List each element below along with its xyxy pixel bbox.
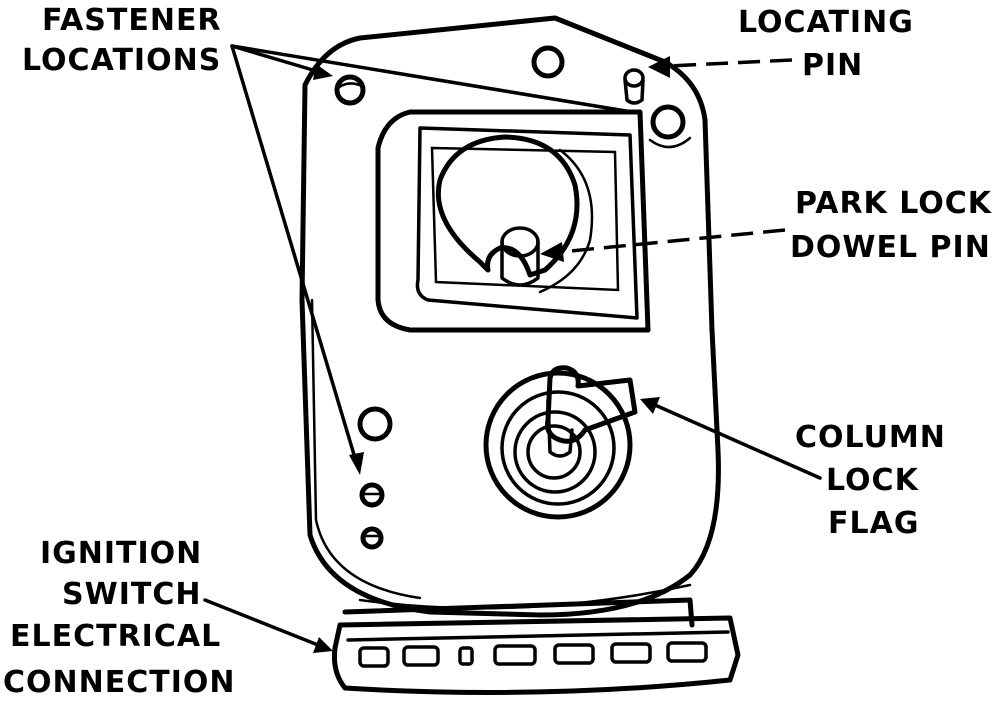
column-lock-assembly	[483, 365, 638, 520]
cavity-inner	[415, 126, 639, 320]
connector-body	[332, 615, 741, 695]
fastener-hole-upper-right	[648, 104, 692, 149]
label-fastener-line2: LOCATIONS	[22, 43, 221, 78]
label-fastener-line1: FASTENER	[42, 3, 222, 38]
label-locating-line1: LOCATING	[738, 5, 914, 40]
switch-body	[299, 15, 721, 618]
label-park-line1: PARK LOCK	[795, 186, 992, 221]
label-column-line3: FLAG	[828, 506, 919, 541]
fastener-hole-lower-left	[359, 482, 385, 508]
label-fastener-locations: FASTENER LOCATIONS	[22, 3, 222, 78]
fastener-hole-upper-left	[334, 74, 366, 106]
mounting-hole-top	[531, 45, 565, 79]
rotor-shadow	[538, 148, 594, 294]
housing-outline	[299, 15, 721, 618]
label-locating-pin: LOCATING PIN	[738, 5, 914, 83]
mounting-hole-left	[357, 406, 393, 442]
housing-inner-edge	[310, 298, 422, 600]
electrical-connector	[332, 597, 741, 695]
leader-ignition	[203, 598, 333, 653]
leader-column-lock	[640, 397, 822, 480]
column-lock-flag	[545, 365, 638, 444]
cavity-outer	[375, 109, 651, 333]
leader-locating-pin	[648, 56, 793, 78]
park-lock-dowel-pin	[500, 226, 540, 287]
label-locating-line2: PIN	[802, 48, 863, 83]
label-ignition-line2: SWITCH	[62, 577, 201, 612]
leader-fastener	[230, 44, 634, 475]
label-column-lock-flag: COLUMN LOCK FLAG	[795, 420, 946, 541]
label-park-lock-dowel-pin: PARK LOCK DOWEL PIN	[790, 186, 992, 265]
label-column-line2: LOCK	[826, 463, 920, 498]
label-column-line1: COLUMN	[795, 420, 946, 455]
label-ignition-line3: ELECTRICAL	[10, 619, 221, 654]
connector-terminals	[358, 641, 708, 668]
locating-pin	[623, 68, 645, 105]
label-park-line2: DOWEL PIN	[790, 230, 991, 265]
label-ignition-line4: CONNECTION	[3, 665, 235, 700]
label-ignition-line1: IGNITION	[40, 536, 202, 571]
fastener-screw-lower	[360, 526, 384, 550]
leader-park-lock	[540, 228, 786, 262]
park-lock-cavity	[375, 109, 651, 333]
rotor-disk	[435, 134, 580, 278]
label-ignition-switch: IGNITION SWITCH ELECTRICAL CONNECTION	[3, 536, 235, 700]
